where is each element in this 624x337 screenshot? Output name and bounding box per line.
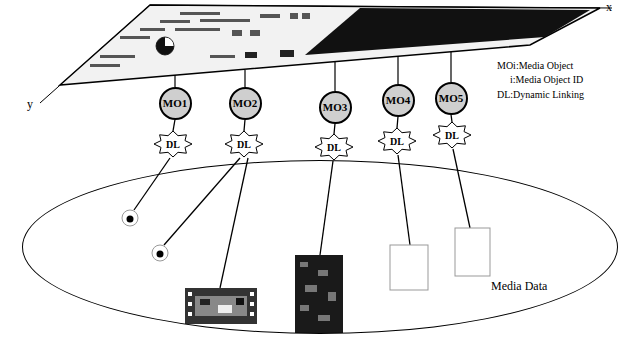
key-note: DL:Dynamic Linking [497, 89, 584, 100]
media-data-ellipse: Media Data [22, 160, 618, 334]
node-label: MO3 [323, 101, 347, 113]
media-object-circle: MO4 [382, 84, 415, 117]
node-label: MO2 [233, 97, 257, 109]
dynamic-link-burst: DL [224, 130, 264, 158]
axis-label: y [27, 97, 33, 112]
link-line [173, 120, 175, 132]
region-label: Media Data [491, 279, 547, 294]
dynamic-link-burst: DL [432, 121, 472, 149]
screen-plane [60, 5, 600, 85]
link-line [244, 120, 245, 132]
media-object-circle: MO5 [435, 82, 468, 115]
node-label: DL [445, 130, 459, 141]
screen-links [175, 52, 451, 91]
pie-slice [156, 37, 174, 55]
link-line [397, 117, 398, 129]
dark-panel [305, 8, 590, 55]
link-line [334, 124, 335, 135]
media-object-circle: MO1 [159, 87, 192, 120]
node-label: MO5 [439, 92, 463, 104]
ui-widgets [90, 12, 310, 67]
pie-chart [156, 37, 174, 55]
dynamic-link-burst: DL [153, 130, 193, 158]
link-line [451, 115, 452, 123]
key-note: i:Media Object ID [510, 74, 583, 85]
node-label: MO1 [163, 97, 187, 109]
dynamic-link-burst: DL [377, 127, 417, 155]
axis-label: x [606, 0, 612, 15]
node-label: MO4 [386, 94, 410, 106]
node-label: DL [390, 136, 404, 147]
node-label: DL [166, 139, 180, 150]
node-label: DL [237, 139, 251, 150]
dynamic-link-burst: DL [314, 133, 354, 161]
media-object-circle: MO2 [229, 87, 262, 120]
media-items [122, 210, 490, 333]
key-note: MOi:Media Object [497, 60, 573, 71]
media-object-circle: MO3 [319, 91, 352, 124]
node-label: DL [327, 142, 341, 153]
